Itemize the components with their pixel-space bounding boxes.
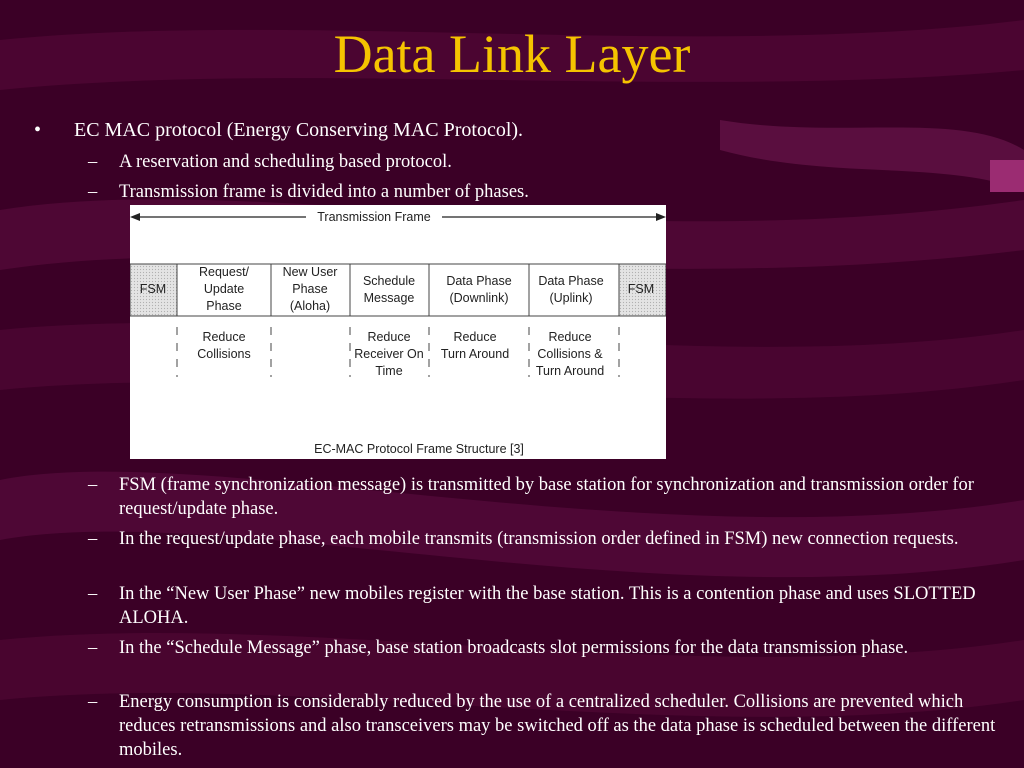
frame-body	[176, 263, 620, 317]
phase-label: FSM	[628, 282, 654, 296]
dash-marker: –	[88, 584, 98, 604]
sub-bullet-text: In the “New User Phase” new mobiles regi…	[119, 584, 976, 628]
phase-label: Request/	[199, 265, 250, 279]
phase-label: Update	[204, 282, 244, 296]
dash-marker: –	[88, 475, 98, 495]
phase-note: Receiver On	[354, 347, 424, 361]
sub-bullet-text: FSM (frame synchronization message) is t…	[119, 475, 974, 519]
sub-bullet: – Transmission frame is divided into a n…	[88, 180, 1008, 204]
phase-label: Data Phase	[538, 274, 603, 288]
phase-label: Phase	[292, 282, 327, 296]
phase-note: Reduce	[453, 330, 496, 344]
phase-label: Phase	[206, 299, 241, 313]
phase-label: (Aloha)	[290, 299, 330, 313]
dash-marker: –	[88, 638, 98, 658]
arrowhead-left	[130, 213, 140, 221]
main-bullet-text: EC MAC protocol (Energy Conserving MAC P…	[74, 119, 524, 141]
dash-marker: –	[88, 529, 98, 549]
frame-structure-diagram: Transmission Frame FSM Request/ Update P…	[130, 210, 666, 456]
phase-note: Time	[375, 364, 402, 378]
dash-marker: –	[88, 692, 98, 712]
arrowhead-right	[656, 213, 666, 221]
frame-structure-figure: Transmission Frame FSM Request/ Update P…	[130, 205, 666, 459]
phase-note: Collisions	[197, 347, 251, 361]
decorative-tab	[990, 160, 1024, 192]
figure-caption: EC-MAC Protocol Frame Structure [3]	[314, 442, 524, 456]
sub-bullet-text: A reservation and scheduling based proto…	[119, 152, 452, 172]
phase-label: Data Phase	[446, 274, 511, 288]
sub-bullet: – In the request/update phase, each mobi…	[88, 527, 1008, 551]
phase-note: Turn Around	[536, 364, 604, 378]
phase-note: Reduce	[548, 330, 591, 344]
sub-bullet: – In the “New User Phase” new mobiles re…	[88, 582, 1008, 630]
sub-bullet-text: Transmission frame is divided into a num…	[119, 182, 529, 202]
phase-label: (Downlink)	[449, 291, 508, 305]
sub-bullet: – FSM (frame synchronization message) is…	[88, 473, 1008, 521]
sub-bullet-text: Energy consumption is considerably reduc…	[119, 692, 996, 760]
slide-title: Data Link Layer	[333, 24, 691, 84]
sub-bullet: – Energy consumption is considerably red…	[88, 690, 1008, 762]
sub-bullet-text: In the request/update phase, each mobile…	[119, 529, 959, 549]
dash-marker: –	[88, 152, 98, 172]
span-label: Transmission Frame	[317, 210, 430, 224]
phase-note: Collisions &	[537, 347, 603, 361]
sub-bullet-text: In the “Schedule Message” phase, base st…	[119, 638, 909, 658]
phase-label: FSM	[140, 282, 166, 296]
phase-note: Reduce	[367, 330, 410, 344]
phase-note: Reduce	[202, 330, 245, 344]
fsm-cell-left	[130, 263, 178, 317]
sub-bullet: – In the “Schedule Message” phase, base …	[88, 636, 1008, 660]
sub-bullet: – A reservation and scheduling based pro…	[88, 150, 1008, 174]
phase-note: Turn Around	[441, 347, 509, 361]
phase-label: Message	[364, 291, 415, 305]
phase-label: New User	[283, 265, 338, 279]
bullet-marker: •	[34, 119, 42, 141]
dash-marker: –	[88, 182, 98, 202]
phase-label: Schedule	[363, 274, 415, 288]
phase-label: (Uplink)	[549, 291, 592, 305]
